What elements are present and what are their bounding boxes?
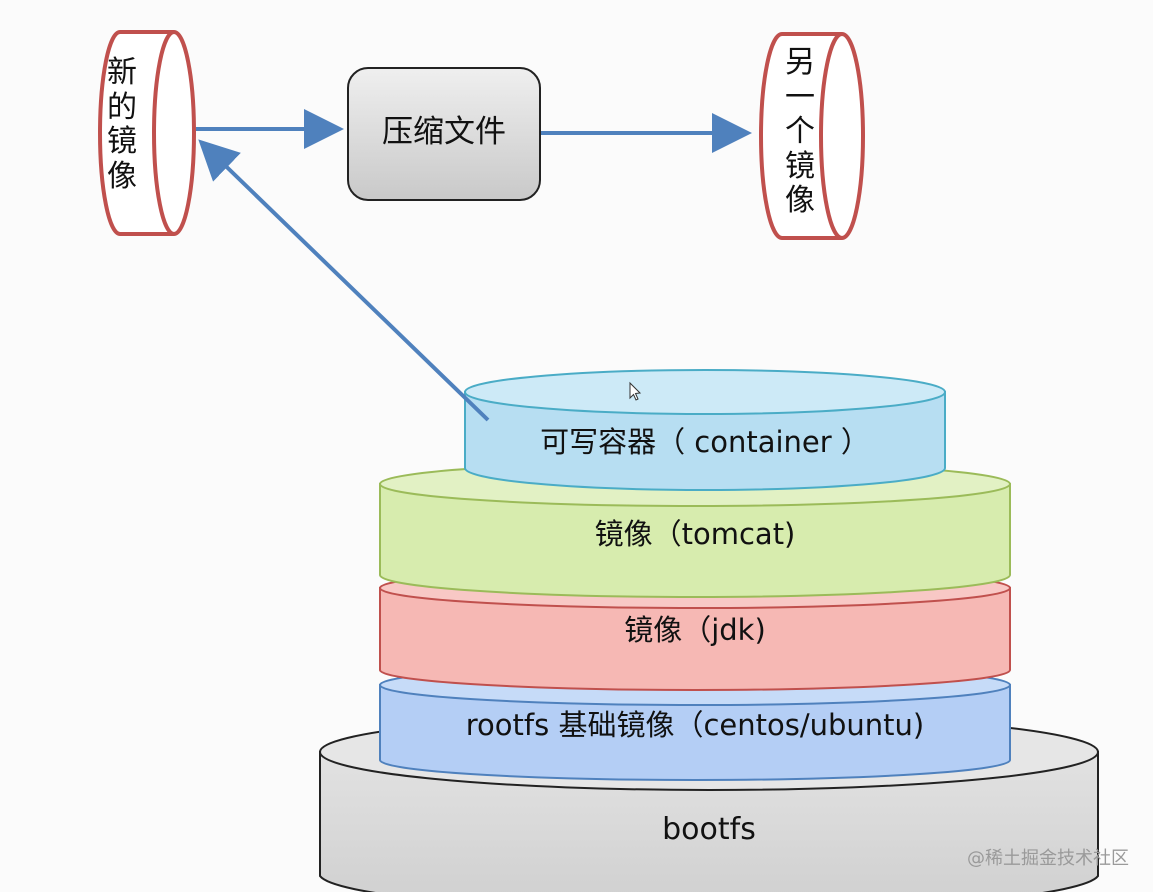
vertical-char: 个 xyxy=(785,114,815,149)
mouse-cursor-icon xyxy=(629,381,642,401)
vertical-char: 镜 xyxy=(785,148,815,184)
vertical-char: 镜 xyxy=(107,124,137,159)
vertical-char: 一 xyxy=(785,79,815,115)
new-image-cylinder xyxy=(98,30,196,236)
tomcat-label: 镜像（tomcat) xyxy=(594,517,796,551)
arrow-container-to-new xyxy=(198,139,490,422)
vertical-char: 的 xyxy=(107,89,137,125)
compress-file-box xyxy=(347,67,541,201)
bootfs-label: bootfs xyxy=(662,812,756,847)
other-image-cylinder xyxy=(759,32,865,240)
vertical-char: 像 xyxy=(785,183,815,218)
vertical-char: 新 xyxy=(107,55,137,90)
new-image-label: 新的镜像 xyxy=(100,55,144,194)
jdk-label: 镜像（jdk) xyxy=(624,613,766,647)
vertical-char: 另 xyxy=(785,45,815,80)
container-label: 可写容器（ container ） xyxy=(540,425,870,459)
other-image-label: 另一个镜像 xyxy=(778,45,822,219)
rootfs-label: rootfs 基础镜像（centos/ubuntu) xyxy=(465,708,925,742)
container-layer xyxy=(464,369,946,491)
compress-file-label: 压缩文件 xyxy=(382,114,506,150)
vertical-char: 像 xyxy=(107,158,137,194)
watermark: @稀土掘金技术社区 xyxy=(967,848,1129,869)
